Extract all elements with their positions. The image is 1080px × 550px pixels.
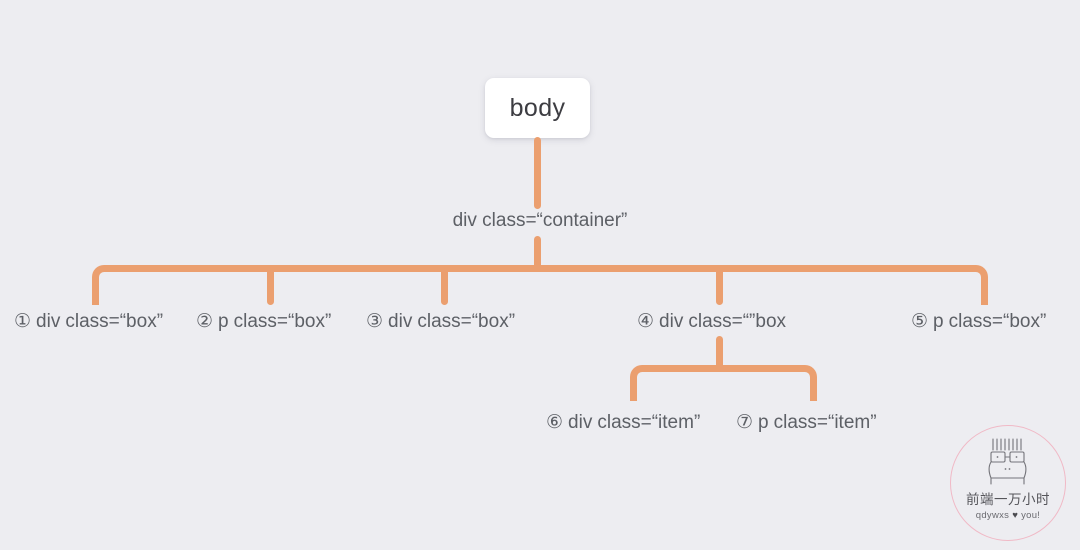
node-child-1-number: ① — [14, 311, 32, 332]
node-child-4-number: ④ — [637, 311, 655, 332]
connector-bus-sub — [630, 365, 817, 401]
node-body-card: body — [485, 78, 590, 138]
watermark-badge: 前端一万小时 qdywxs ♥ you! — [950, 425, 1066, 541]
node-grandchild-6-number: ⑥ — [546, 412, 564, 433]
node-grandchild-7-tag: p — [758, 412, 769, 433]
face-logo-icon — [988, 438, 1027, 485]
connector-drop-child-2 — [267, 268, 274, 305]
watermark-tagline-handle: qdywxs — [975, 510, 1010, 521]
node-child-3-tag: div — [388, 311, 413, 332]
node-child-2-number: ② — [196, 311, 214, 332]
watermark-tagline: qdywxs ♥ you! — [976, 510, 1041, 521]
node-child-3-attr: class=“box” — [417, 311, 516, 332]
node-child-1-attr: class=“box” — [65, 311, 164, 332]
connector-child4-to-subbus — [716, 336, 723, 372]
node-grandchild-6-attr: class=“item” — [597, 412, 701, 433]
watermark-tagline-suffix: you! — [1021, 510, 1041, 521]
connector-drop-child-3 — [441, 268, 448, 305]
node-child-5-attr: class=“box” — [948, 311, 1047, 332]
node-body-label: body — [509, 93, 566, 122]
node-child-2-tag: p — [218, 311, 229, 332]
node-grandchild-7-attr: class=“item” — [773, 412, 877, 433]
node-container-label: div class=“container” — [452, 210, 628, 231]
node-child-3-number: ③ — [366, 311, 384, 332]
connector-body-to-container — [534, 137, 541, 209]
node-grandchild-7-number: ⑦ — [736, 412, 754, 433]
node-grandchild-6-tag: div — [568, 412, 593, 433]
heart-icon: ♥ — [1012, 510, 1019, 521]
node-child-2-attr: class=“box” — [233, 311, 332, 332]
node-child-1-tag: div — [36, 311, 61, 332]
node-child-5-tag: p — [933, 311, 944, 332]
watermark-title: 前端一万小时 — [966, 492, 1050, 508]
node-child-5-number: ⑤ — [911, 311, 929, 332]
connector-drop-child-4 — [716, 268, 723, 305]
node-child-4-tag: div — [659, 311, 684, 332]
connector-container-to-bus — [534, 236, 541, 272]
node-child-4-attr: class=“”box — [688, 311, 787, 332]
connector-bus-main — [92, 265, 988, 305]
